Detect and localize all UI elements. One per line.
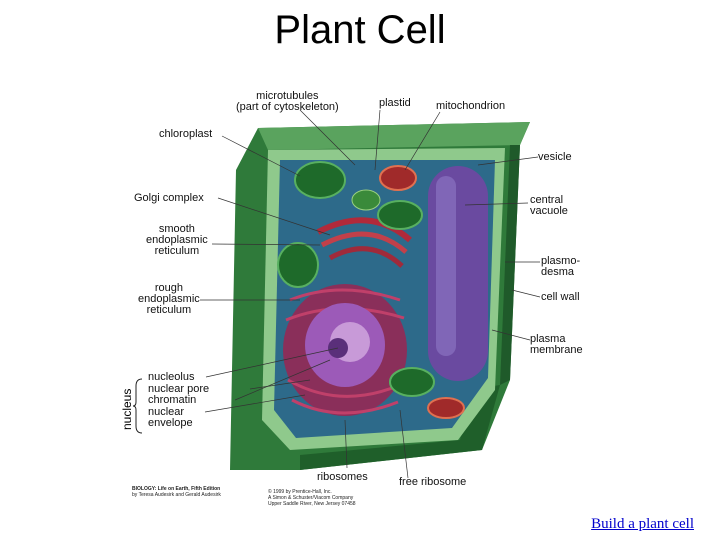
label-free-ribosome: free ribosome [399, 476, 467, 488]
nucleus-bracket [132, 378, 143, 434]
label-plastid: plastid [379, 97, 411, 109]
page-title: Plant Cell [274, 8, 446, 52]
label-chloroplast: chloroplast [159, 128, 213, 140]
credit-publisher: © 1999 by Prentice-Hall, Inc.A Simon & S… [268, 489, 356, 507]
leader-lines [200, 109, 541, 479]
golgi-complex [316, 217, 412, 268]
nucleus [305, 303, 385, 387]
label-nuclear-pore: nuclear pore [148, 383, 210, 395]
label-vesicle: vesicle [538, 151, 572, 163]
build-plant-cell-link[interactable]: Build a plant cell [591, 516, 694, 532]
central-vacuole [428, 166, 488, 381]
label-nucleolus: nucleolus [148, 371, 195, 383]
label-golgi-complex: Golgi complex [134, 192, 204, 204]
mitochondria [379, 165, 465, 419]
label-ribosomes: ribosomes [317, 471, 368, 483]
label-plasmodesma: plasmo-desma [541, 255, 581, 278]
label-chromatin: chromatin [148, 394, 197, 406]
chloroplasts [277, 161, 435, 397]
label-microtubules: microtubules(part of cytoskeleton) [236, 90, 339, 113]
label-cell-wall: cell wall [541, 291, 580, 303]
label-mitochondrion: mitochondrion [436, 100, 506, 112]
